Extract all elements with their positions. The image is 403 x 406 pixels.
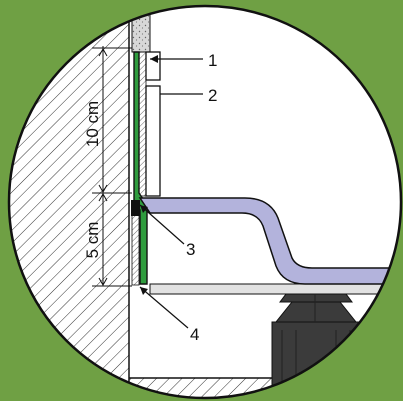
callout-leaders <box>139 58 203 329</box>
circle-outline <box>7 4 403 400</box>
tile-adhesive-lower <box>131 214 140 286</box>
callout-number-3: 3 <box>186 240 195 259</box>
dimension-lower-label: 5 cm <box>83 222 102 259</box>
dimension-lines <box>92 46 132 287</box>
dimension-upper-label: 10 cm <box>83 101 102 147</box>
callout-arrowheads <box>140 55 158 295</box>
sealing-tape-block <box>131 200 140 216</box>
shower-tray <box>138 197 401 285</box>
wall-tile <box>145 85 161 197</box>
callout-number-4: 4 <box>190 325 199 344</box>
floor-band <box>149 283 401 295</box>
callout-number-2: 2 <box>208 86 217 105</box>
callout-number-1: 1 <box>208 51 217 70</box>
